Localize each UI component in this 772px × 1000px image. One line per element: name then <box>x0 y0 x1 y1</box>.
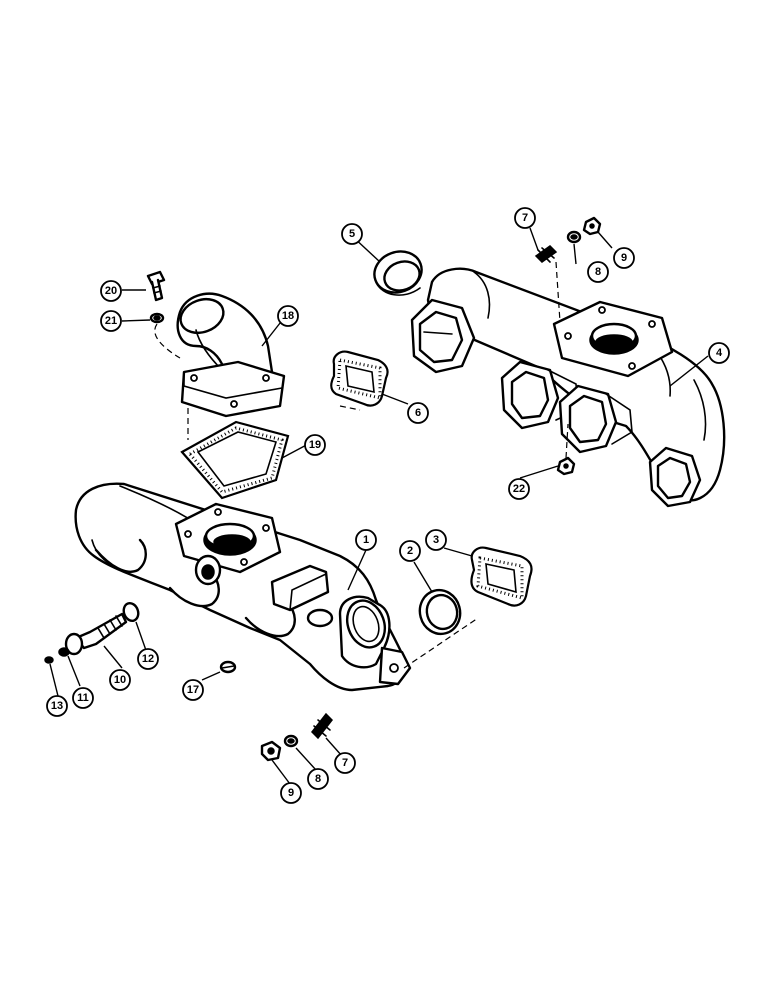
port-gasket-part-3 <box>470 546 533 607</box>
callout-label: 12 <box>142 653 154 665</box>
callout-label: 18 <box>282 310 294 322</box>
elbow-part-18 <box>176 292 286 418</box>
front-manifold-part-1 <box>74 482 412 692</box>
callout-label: 10 <box>114 674 126 686</box>
nut-part-9-lower <box>260 740 282 762</box>
callout-2: 2 <box>399 540 421 562</box>
callout-label: 21 <box>105 315 117 327</box>
callout-6: 6 <box>407 402 429 424</box>
callout-1: 1 <box>355 529 377 551</box>
callout-8-upper: 8 <box>587 261 609 283</box>
callout-label: 7 <box>522 212 528 224</box>
callout-label: 11 <box>77 692 89 704</box>
fitting-part-11 <box>58 647 70 657</box>
callout-3: 3 <box>425 529 447 551</box>
stud-part-7-lower <box>311 712 333 740</box>
callout-12: 12 <box>137 648 159 670</box>
callout-9-upper: 9 <box>613 247 635 269</box>
o-ring-part-12 <box>122 602 140 622</box>
callout-19: 19 <box>304 434 326 456</box>
lockwasher-part-8-lower <box>283 734 299 748</box>
sealing-ring-part-5 <box>373 250 423 296</box>
callout-label: 6 <box>415 407 421 419</box>
callout-label: 7 <box>342 757 348 769</box>
callout-label: 17 <box>187 684 199 696</box>
callout-18: 18 <box>277 305 299 327</box>
lockwasher-part-8-upper <box>566 230 582 244</box>
rear-manifold-part-4 <box>410 267 726 508</box>
callout-label: 19 <box>309 439 321 451</box>
callout-4: 4 <box>708 342 730 364</box>
callout-5: 5 <box>341 223 363 245</box>
callout-22: 22 <box>508 478 530 500</box>
callout-label: 8 <box>595 266 601 278</box>
bolt-part-20 <box>146 270 166 302</box>
port-gasket-part-6 <box>330 350 389 407</box>
stud-part-7-upper <box>534 245 558 263</box>
callout-17: 17 <box>182 679 204 701</box>
gasket-part-19 <box>180 420 290 500</box>
callout-label: 4 <box>716 347 723 359</box>
sealing-ring-part-2 <box>418 588 462 636</box>
lockwasher-part-21 <box>149 312 165 324</box>
callout-13: 13 <box>46 695 68 717</box>
nut-part-22 <box>556 456 576 476</box>
callout-label: 1 <box>363 534 369 546</box>
callout-label: 8 <box>315 773 321 785</box>
heat-indicator-part-10 <box>64 612 128 656</box>
callout-label: 22 <box>513 483 525 495</box>
callout-7-lower: 7 <box>334 752 356 774</box>
plug-part-17 <box>219 660 237 674</box>
callout-label: 9 <box>621 252 627 264</box>
callout-label: 3 <box>433 534 439 546</box>
alignment-lines <box>154 261 569 669</box>
callout-21: 21 <box>100 310 122 332</box>
callout-label: 9 <box>288 787 294 799</box>
callout-9-lower: 9 <box>280 782 302 804</box>
callout-label: 20 <box>105 285 117 297</box>
callout-10: 10 <box>109 669 131 691</box>
callout-8-lower: 8 <box>307 768 329 790</box>
callout-label: 5 <box>349 228 355 240</box>
callout-label: 13 <box>51 700 63 712</box>
callout-11: 11 <box>72 687 94 709</box>
callout-label: 2 <box>407 545 413 557</box>
callout-20: 20 <box>100 280 122 302</box>
nut-part-9-upper <box>582 216 602 236</box>
callout-7-upper: 7 <box>514 207 536 229</box>
washer-part-13 <box>44 656 54 664</box>
